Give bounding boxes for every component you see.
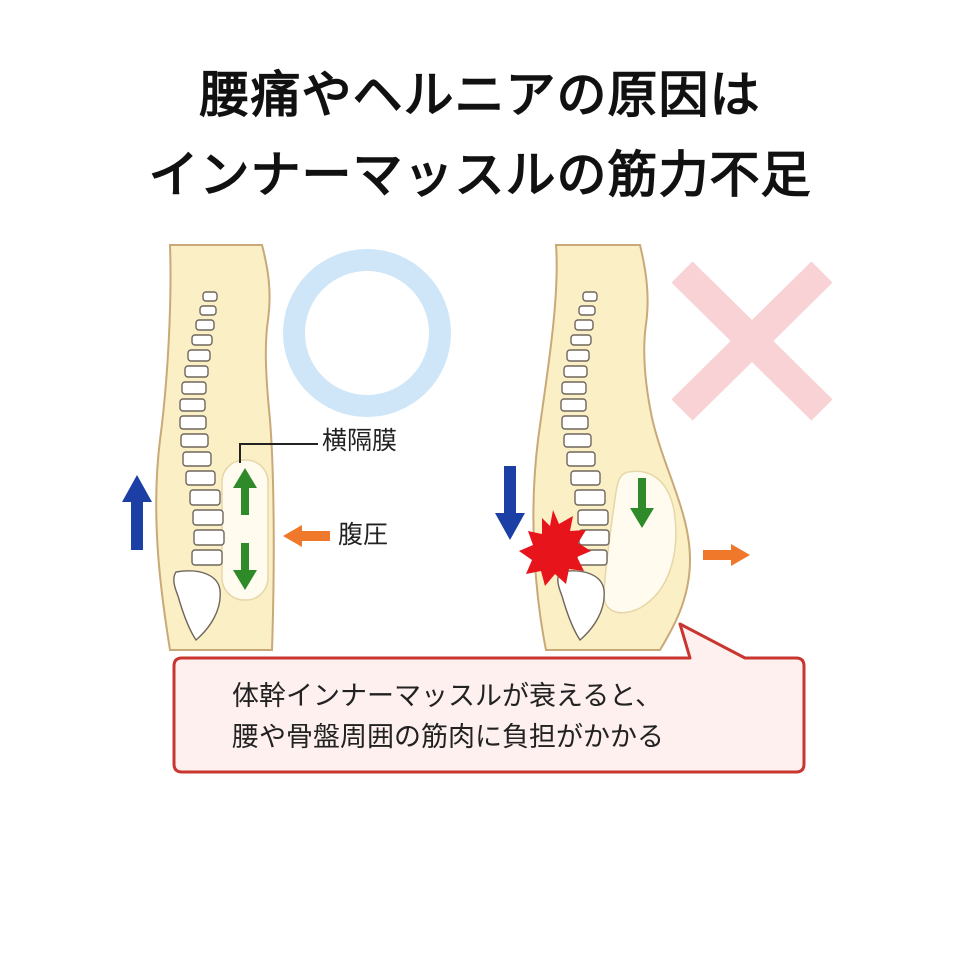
cross-mark-icon (671, 261, 833, 421)
spine-good (173, 291, 225, 642)
green-up-arrow (233, 468, 257, 515)
callout-text-line-2: 腰や骨盤周囲の筋肉に負担がかかる (232, 722, 664, 753)
green-down-arrow-good (233, 543, 257, 590)
abdominal-pressure-label: 腹圧 (338, 520, 389, 549)
callout-box (172, 622, 806, 774)
blue-up-arrow (122, 475, 152, 550)
callout-text-line-1: 体幹インナーマッスルが衰えると、 (232, 681, 663, 712)
spine-bad (557, 291, 610, 642)
orange-right-arrow (703, 544, 750, 566)
diaphragm-leader-line (239, 443, 318, 463)
title-line-1: 腰痛やヘルニアの原因は (199, 65, 761, 124)
title-line-2: インナーマッスルの筋力不足 (148, 145, 812, 204)
diaphragm-label: 横隔膜 (322, 426, 398, 455)
blue-down-arrow (495, 466, 525, 540)
pain-burst-icon (519, 510, 591, 586)
abdomen-cavity-bad (603, 470, 677, 614)
orange-left-arrow (283, 525, 330, 547)
circle-mark-icon (283, 249, 451, 417)
green-down-arrow-bad (630, 478, 654, 528)
